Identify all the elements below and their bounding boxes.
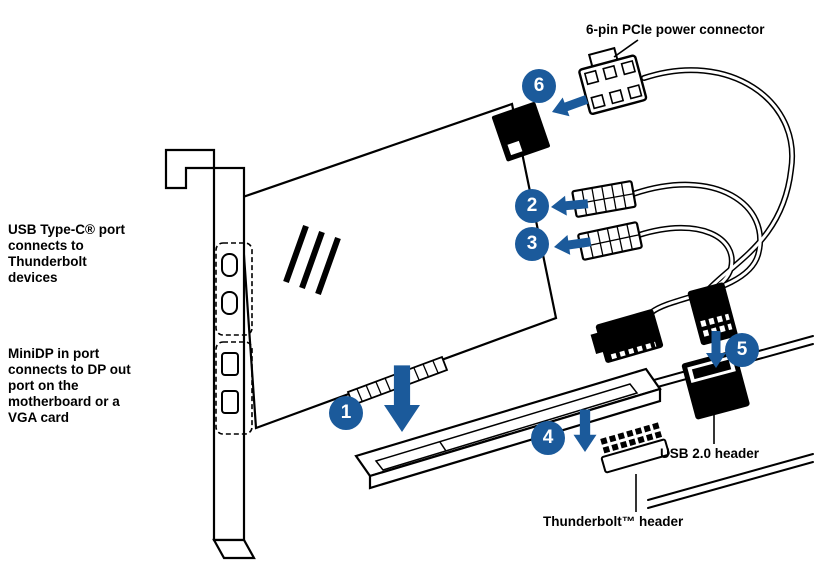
minidp-label: MiniDP in port connects to DP out port o… [8,346,131,425]
step-badge-1: 1 [329,396,363,430]
step-badge-2: 2 [515,189,549,223]
usb-c-callout-box [215,242,253,336]
minidp-callout-box [215,341,253,435]
usb-typec-label: USB Type-C® port connects to Thunderbolt… [8,222,125,285]
thunderbolt-header-label: Thunderbolt™ header [543,514,684,529]
step-badge-3: 3 [515,227,549,261]
step-badge-4: 4 [531,421,565,455]
step-badge-5: 5 [725,333,759,367]
usb20-header-label: USB 2.0 header [660,446,760,461]
thunderbolt-cable-connector [590,309,664,363]
cable-harness [630,67,796,315]
bracket [164,148,256,560]
thunderbolt-header [600,422,670,474]
header-plug-2 [571,180,637,218]
leader-lines [613,39,715,512]
minidp-ports [215,341,253,435]
power-connector-label: 6-pin PCIe power connector [586,22,765,37]
pcie-power-plug [578,46,648,116]
usb-c-ports [215,242,253,336]
usb2-header [681,350,750,420]
card-vent-hashes [283,224,341,296]
usb2-cable-connector [687,282,738,346]
card-power-socket [491,102,550,162]
arrow-step-6 [548,89,591,122]
step-badge-6: 6 [522,69,556,103]
